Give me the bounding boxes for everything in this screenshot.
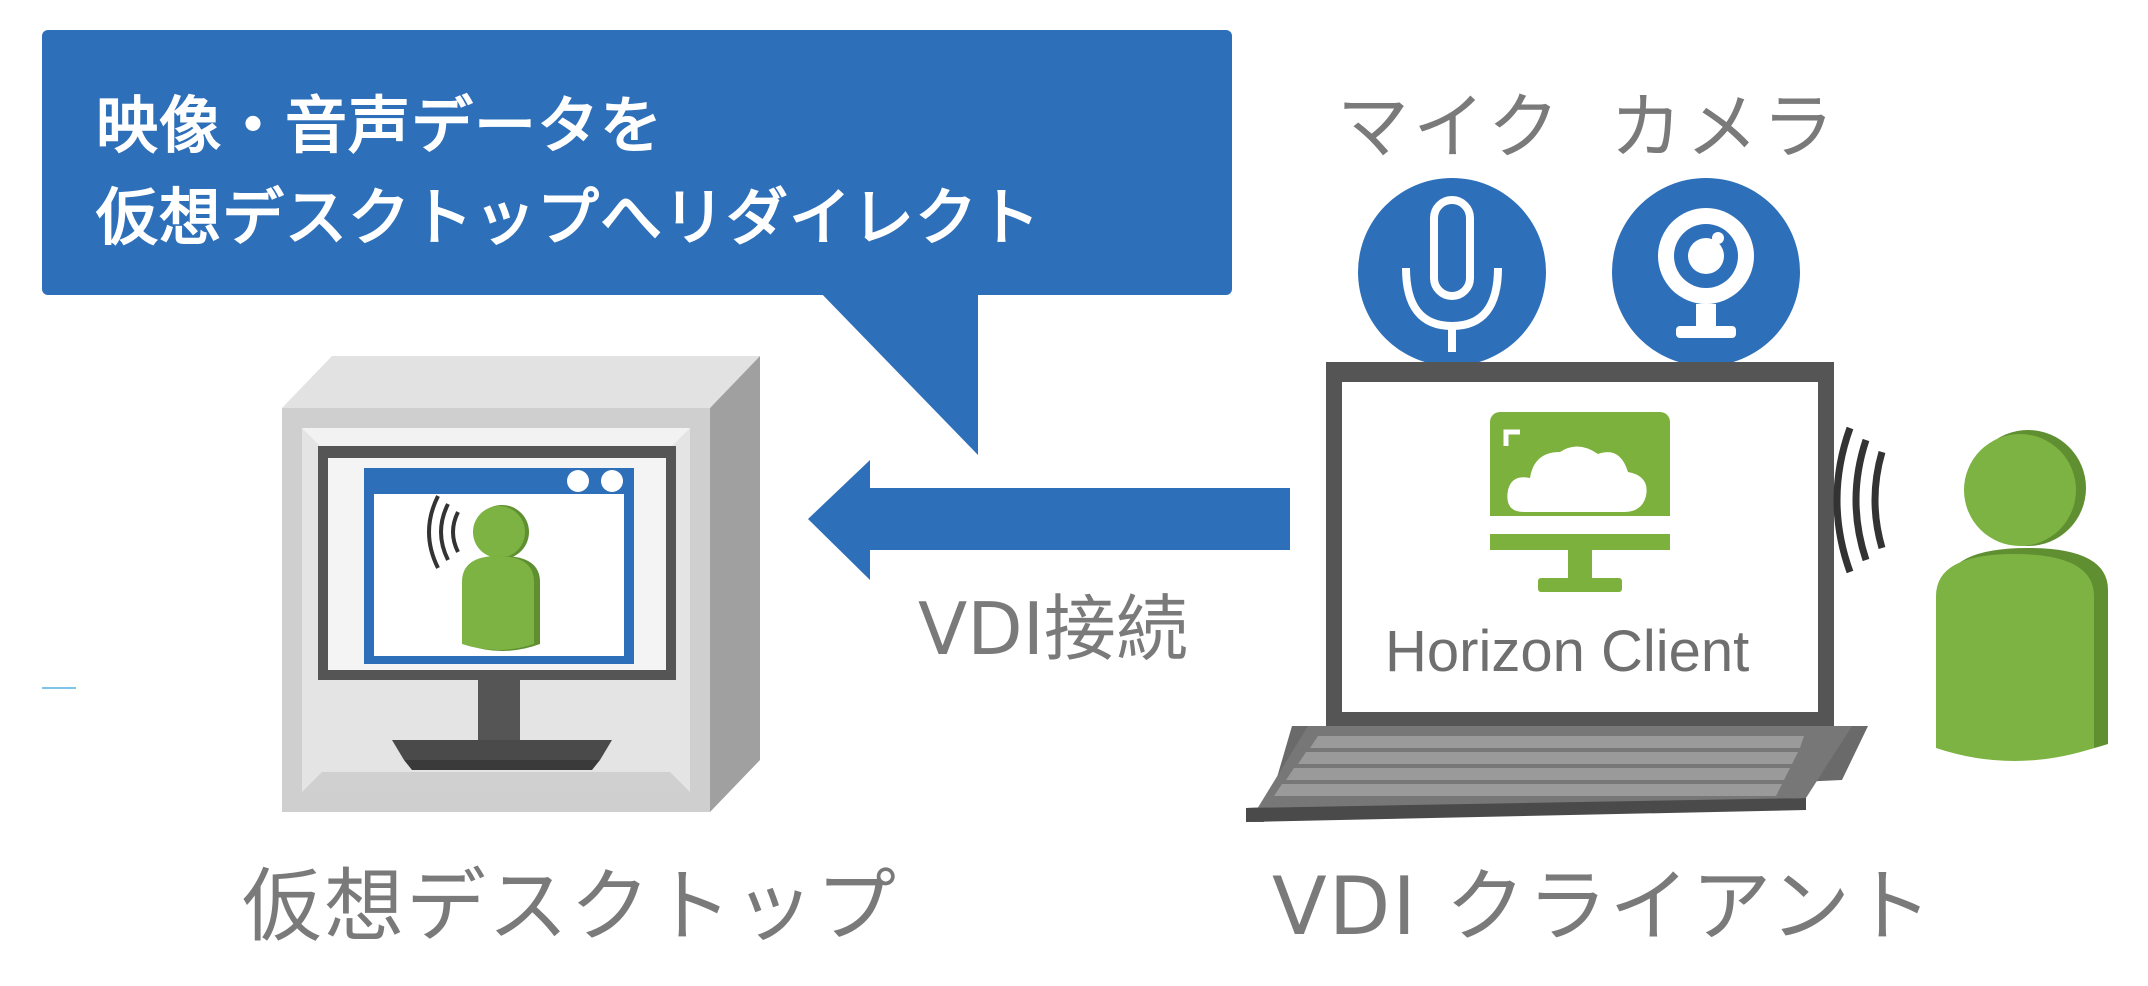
webcam-icon	[1612, 178, 1800, 366]
camera-label: カメラ	[1610, 85, 1839, 169]
window-button	[601, 470, 623, 492]
virtual-desktop-label: 仮想デスクトップ	[242, 860, 898, 953]
vdi-client-label: VDI クライアント	[1272, 860, 1935, 953]
person-icon	[462, 505, 540, 651]
callout-bubble	[42, 30, 1232, 455]
callout-line-1: 映像・音声データを	[96, 89, 664, 162]
mic-label: マイク	[1337, 85, 1564, 169]
cloud-monitor-icon	[1490, 412, 1670, 592]
keyboard	[1274, 736, 1804, 796]
microphone-icon	[1358, 178, 1546, 366]
sound-waves-icon	[1833, 426, 1886, 574]
callout-text: 映像・音声データを 仮想デスクトップへリダイレクト	[96, 80, 1041, 264]
window-button	[567, 470, 589, 492]
callout-line-2: 仮想デスクトップへリダイレクト	[96, 181, 1042, 254]
arrow-left-icon	[808, 460, 1290, 580]
person-icon	[1936, 430, 2108, 761]
vdi-connection-label: VDI接続	[918, 587, 1188, 671]
horizon-client-label: Horizon Client	[1385, 619, 1750, 684]
sound-waves-icon	[427, 495, 460, 569]
